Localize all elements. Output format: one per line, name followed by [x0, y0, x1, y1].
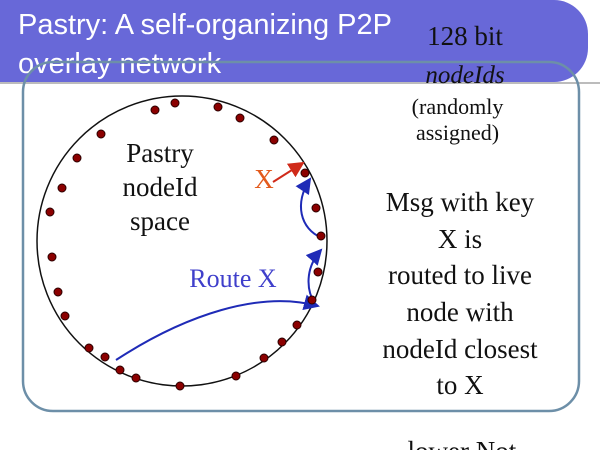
- node-dot: [84, 343, 94, 353]
- node-dot: [131, 373, 141, 383]
- route-arrow-long: [115, 294, 320, 361]
- content-frame: [21, 60, 581, 413]
- assigned-line: assigned): [415, 120, 500, 145]
- node-dot: [213, 102, 223, 112]
- node-dot: [170, 98, 180, 108]
- route-arrow-top: [295, 177, 323, 239]
- node-dot: [311, 203, 321, 213]
- node-dot: [300, 168, 310, 178]
- node-dot: [53, 287, 63, 297]
- slide-title-line-2: overlay network: [18, 48, 222, 80]
- randomly-line: (randomly: [411, 94, 504, 119]
- node-dot: [316, 231, 326, 241]
- bits-text: 128 bit: [427, 21, 503, 51]
- node-dot: [47, 252, 57, 262]
- space-label-line-2: nodeId: [122, 172, 198, 202]
- bottom-partial-text: lower Not...: [352, 438, 592, 450]
- node-dot: [269, 135, 279, 145]
- node-dot: [96, 129, 106, 139]
- message-line-2: X is: [437, 224, 483, 254]
- x-arrow: [272, 161, 305, 183]
- node-dot: [231, 371, 241, 381]
- nodeids-text: nodeIds: [425, 62, 505, 89]
- node-dot: [277, 337, 287, 347]
- node-dot: [307, 295, 317, 305]
- node-dot: [100, 352, 110, 362]
- message-line-1: Msg with key: [385, 187, 535, 217]
- title-bar: Pastry: A self-organizing P2P overlay ne…: [0, 0, 588, 82]
- node-dot: [60, 311, 70, 321]
- node-dot: [175, 381, 185, 391]
- node-dot: [259, 353, 269, 363]
- message-line-4: node with: [406, 297, 514, 327]
- slide-title-line-1: Pastry: A self-organizing P2P: [18, 9, 392, 41]
- node-dots: [45, 98, 326, 391]
- node-dot: [313, 267, 323, 277]
- node-dot: [45, 207, 55, 217]
- message-line-6: to X: [436, 370, 484, 400]
- route-label: Route X: [189, 264, 277, 293]
- node-dot: [235, 113, 245, 123]
- node-dot: [150, 105, 160, 115]
- message-line-5: nodeId closest: [382, 334, 538, 364]
- space-label-line-1: Pastry: [126, 138, 194, 168]
- message-line-3: routed to live: [388, 260, 532, 290]
- node-dot: [72, 153, 82, 163]
- space-label-line-3: space: [130, 206, 190, 236]
- node-dot: [57, 183, 67, 193]
- node-dot: [115, 365, 125, 375]
- node-dot: [292, 320, 302, 330]
- x-marker-label: X: [254, 164, 274, 194]
- title-rule: [0, 82, 600, 84]
